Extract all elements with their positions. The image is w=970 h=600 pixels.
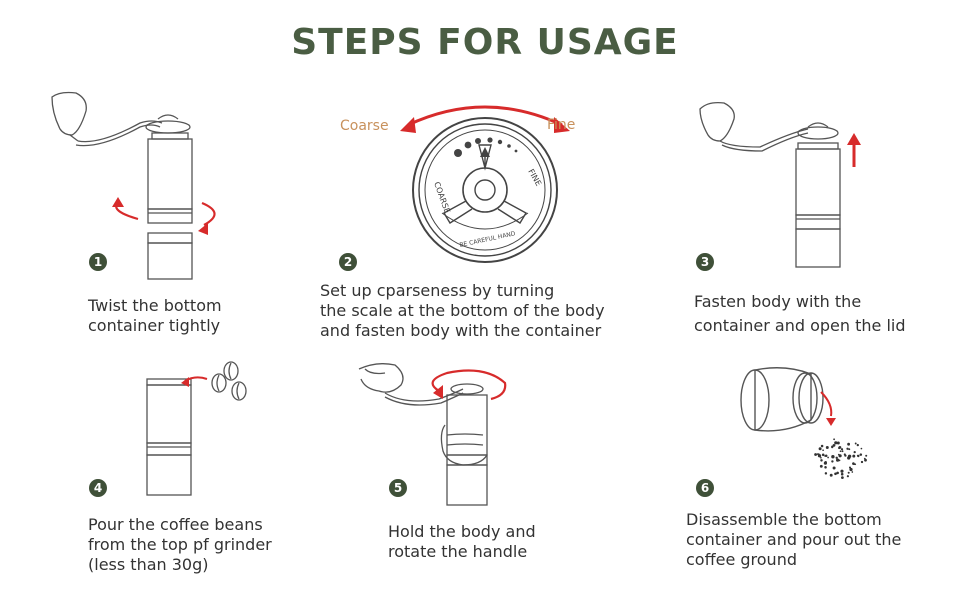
coffee-ground-dot (853, 450, 856, 454)
dial-ring-caution: BE CAREFUL HAND (459, 230, 516, 249)
coffee-ground-dot (839, 450, 842, 453)
coffee-ground-dot (860, 460, 864, 464)
step-number-6: 6 (696, 479, 714, 497)
coffee-ground-dot (847, 442, 851, 446)
coffee-ground-dot (844, 454, 847, 457)
step-number-4: 4 (89, 479, 107, 497)
step-4-caption: Pour the coffee beans from the top pf gr… (88, 515, 272, 575)
dial-ring-fine: FINE (526, 168, 543, 188)
coffee-ground-dot (820, 459, 823, 462)
step-number-5: 5 (389, 479, 407, 497)
step-4-line-3: (less than 30g) (88, 555, 209, 574)
step-1-caption: Twist the bottom container tightly (88, 296, 222, 336)
coffee-ground-dot (819, 464, 823, 468)
coffee-ground-dot (832, 466, 836, 470)
step-5-line-2: rotate the handle (388, 542, 528, 561)
coffee-ground-dot (841, 450, 844, 453)
coffee-ground-dot (833, 438, 836, 441)
coffee-ground-dot (854, 442, 857, 445)
coffee-ground-dot (824, 466, 827, 469)
coffee-ground-dot (820, 456, 822, 459)
coffee-ground-dot (834, 472, 837, 476)
coffee-ground-dot (835, 458, 840, 462)
coffee-ground-dot (856, 443, 859, 447)
coffee-ground-dot (831, 455, 835, 459)
step-number-2: 2 (339, 253, 357, 271)
coffee-ground-dot (851, 471, 854, 473)
fine-label: Fine (547, 117, 576, 133)
coffee-ground-dot (846, 475, 849, 478)
coffee-ground-dot (849, 467, 853, 472)
coffee-ground-dot (836, 441, 840, 445)
coffee-ground-dot (834, 441, 838, 445)
coffee-ground-dot (835, 456, 838, 459)
coffee-ground-dot (823, 461, 827, 465)
dial-ring-coarse: COARSE (432, 181, 452, 215)
step-2-line-3: and fasten body with the container (320, 321, 602, 340)
coffee-ground-dot (825, 446, 829, 449)
coffee-ground-dot (831, 460, 834, 463)
step-4-line-2: from the top pf grinder (88, 535, 272, 554)
grinder-lid-open-icon (699, 101, 861, 268)
coffee-ground-dot (859, 453, 863, 456)
pour-grounds-icon (740, 367, 868, 479)
grinder-twist-assembly-icon (51, 91, 216, 280)
coffee-ground-dot (847, 471, 850, 474)
coffee-ground-dot (841, 476, 844, 479)
step-2-line-1: Set up cparseness by turning (320, 281, 555, 300)
step-number-3: 3 (696, 253, 714, 271)
step-6-line-3: coffee ground (686, 550, 797, 569)
coffee-ground-dot (863, 457, 866, 460)
coffee-ground-dot (822, 449, 824, 452)
coffee-ground-dot (852, 454, 856, 458)
coffee-ground-dot (829, 473, 833, 477)
coffee-ground-dot (836, 471, 839, 475)
step-2-line-2: the scale at the bottom of the body (320, 301, 605, 320)
coffee-ground-dot (832, 444, 836, 447)
coffee-ground-dot (840, 469, 844, 473)
coffee-ground-dot (846, 447, 849, 450)
step-6-line-2: container and pour out the (686, 530, 902, 549)
coffee-ground-dot (824, 472, 828, 475)
coffee-ground-dot (838, 454, 842, 458)
coffee-ground-dot (852, 462, 855, 465)
step-5-caption: Hold the body and rotate the handle (388, 522, 536, 562)
coffee-ground-dot (840, 448, 844, 451)
coffee-ground-dot (814, 453, 818, 456)
step-3-caption: Fasten body with the container and open … (694, 290, 906, 338)
pour-beans-icon (146, 361, 247, 496)
coffee-ground-dot (824, 455, 826, 457)
coffee-ground-dot (831, 446, 834, 449)
coffee-ground-dot (860, 447, 863, 450)
coffee-ground-dot (840, 472, 844, 476)
coarse-label: Coarse (340, 118, 389, 134)
coffee-ground-dot (856, 454, 859, 457)
step-number-1: 1 (89, 253, 107, 271)
step-6-caption: Disassemble the bottom container and pou… (686, 510, 901, 570)
step-3-line-2: container and open the lid (694, 316, 906, 335)
step-1-line-2: container tightly (88, 316, 221, 335)
coffee-ground-dot (847, 454, 852, 458)
coffee-ground-dot (838, 446, 841, 450)
step-6-line-1: Disassemble the bottom (686, 510, 882, 529)
step-2-caption: Set up cparseness by turning the scale a… (320, 281, 605, 341)
step-3-line-1: Fasten body with the (694, 292, 862, 311)
page-title: STEPS FOR USAGE (291, 22, 679, 63)
coffee-ground-dot (820, 444, 824, 448)
coffee-ground-dot (821, 453, 825, 457)
coffee-ground-dot (818, 447, 822, 451)
coffee-ground-dot (827, 456, 829, 459)
step-4-line-1: Pour the coffee beans (88, 515, 263, 534)
coffee-ground-dot (864, 458, 867, 462)
coffee-ground-dot (817, 453, 820, 456)
coffee-ground-dot (865, 454, 868, 457)
coffee-ground-dot (848, 448, 851, 451)
step-5-line-1: Hold the body and (388, 522, 536, 541)
coarseness-dial-icon: COARSE FINE BE CAREFUL HAND (400, 105, 570, 263)
step-1-line-1: Twist the bottom (88, 296, 222, 315)
hand-crank-grind-icon (358, 363, 507, 506)
